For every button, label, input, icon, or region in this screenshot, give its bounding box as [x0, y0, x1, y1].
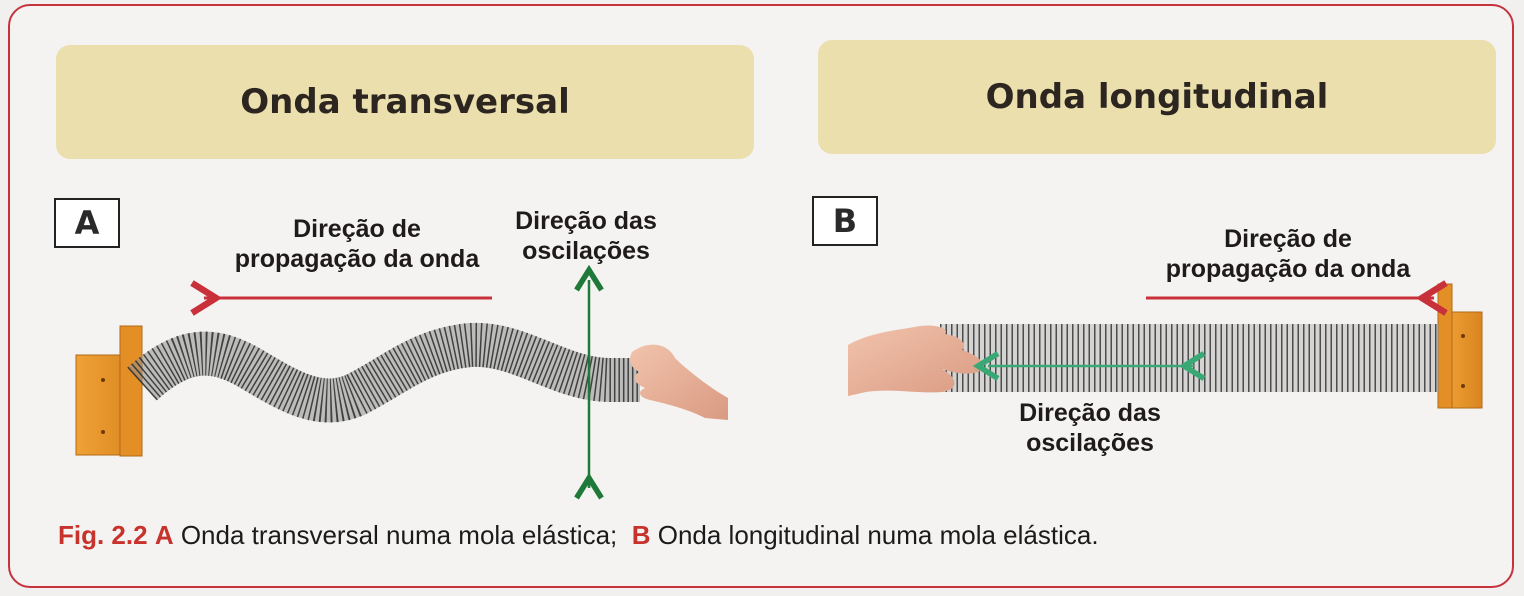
wooden-mount-b-icon	[1437, 283, 1483, 409]
oscillation-label-b: Direção das oscilações	[1004, 398, 1176, 458]
figure-caption: Fig. 2.2 A Onda transversal numa mola el…	[58, 520, 1099, 551]
oscillation-label-b-line1: Direção das	[1019, 399, 1161, 427]
panel-b-title: Onda longitudinal	[818, 40, 1496, 154]
slinky-spring-b-icon	[940, 324, 1440, 392]
oscillation-label-a-line2: oscilações	[522, 237, 650, 265]
oscillation-label-a: Direção das oscilações	[500, 206, 672, 266]
panel-b-letter: B	[812, 196, 878, 246]
hand-a-icon	[630, 344, 728, 420]
propagation-label-b: Direção de propagação da onda	[1154, 224, 1422, 284]
hand-b-icon	[848, 325, 984, 396]
propagation-label-a: Direção de propagação da onda	[226, 214, 488, 274]
caption-text-b: Onda longitudinal numa mola elástica.	[657, 520, 1099, 550]
oscillation-label-a-line1: Direção das	[515, 207, 657, 235]
caption-letter-a: A	[154, 520, 174, 550]
oscillation-label-b-line2: oscilações	[1026, 429, 1154, 457]
propagation-label-a-line1: Direção de	[293, 215, 421, 243]
panel-a-title: Onda transversal	[56, 45, 754, 159]
propagation-label-b-line2: propagação da onda	[1165, 255, 1411, 283]
caption-text-a: Onda transversal numa mola elástica;	[180, 520, 618, 550]
caption-letter-b: B	[631, 520, 651, 550]
slinky-spring-a-icon	[127, 322, 640, 423]
caption-fig-label: Fig. 2.2	[58, 520, 148, 550]
panel-a-letter: A	[54, 198, 120, 248]
wooden-mount-a-icon	[75, 325, 143, 457]
propagation-label-a-line2: propagação da onda	[234, 245, 480, 273]
propagation-label-b-line1: Direção de	[1224, 225, 1352, 253]
